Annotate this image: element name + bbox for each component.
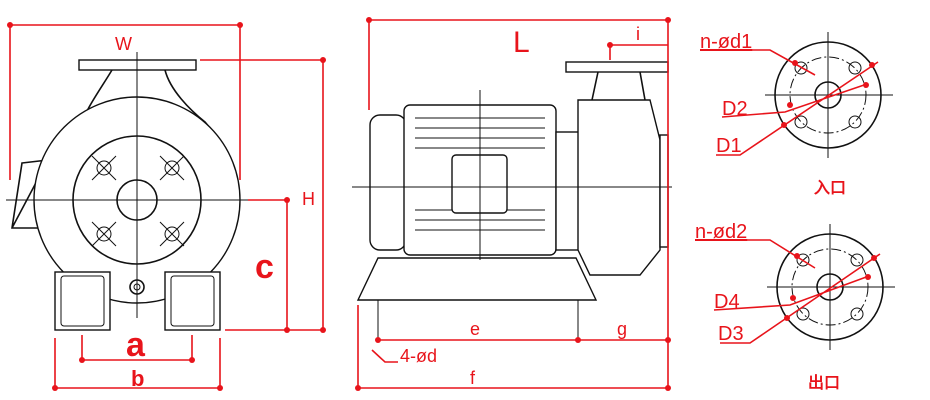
label-4-od: 4-ød <box>400 346 437 366</box>
side-view <box>352 61 672 340</box>
label-D1: D1 <box>716 135 742 157</box>
label-a: a <box>126 326 146 364</box>
base-plate <box>356 257 598 301</box>
right-foot <box>164 271 221 331</box>
outlet-caption: 出口 <box>808 373 840 392</box>
label-i: i <box>636 24 640 44</box>
label-c: c <box>255 248 274 286</box>
drain-plug <box>129 279 145 295</box>
suction-flange-side <box>659 134 669 248</box>
label-D4: D4 <box>714 291 740 313</box>
discharge-flange-side <box>565 61 669 73</box>
label-D2: D2 <box>722 98 748 120</box>
front-view <box>6 52 248 331</box>
left-foot <box>54 271 111 331</box>
outlet-flange: n-ød2 D4 D3 出口 <box>695 221 895 392</box>
center-lines <box>6 52 248 318</box>
label-e: e <box>470 319 480 339</box>
label-n-od2: n-ød2 <box>695 221 747 243</box>
inlet-flange: n-ød1 D2 D1 入口 <box>700 31 893 197</box>
bolt-holes <box>91 155 185 247</box>
label-f: f <box>470 368 476 388</box>
label-b: b <box>131 366 144 391</box>
label-W: W <box>115 34 132 54</box>
motor-fan-cover <box>369 114 407 251</box>
label-D3: D3 <box>718 323 744 345</box>
side-center-lines <box>352 90 672 260</box>
label-g: g <box>617 319 627 339</box>
inlet-caption: 入口 <box>814 179 846 197</box>
label-n-od1: n-ød1 <box>700 31 752 53</box>
front-dimensions: W H c a b <box>7 22 326 391</box>
side-dimensions: L i e g f 4-ød <box>355 17 671 391</box>
label-H: H <box>302 189 315 209</box>
label-L: L <box>513 26 530 59</box>
